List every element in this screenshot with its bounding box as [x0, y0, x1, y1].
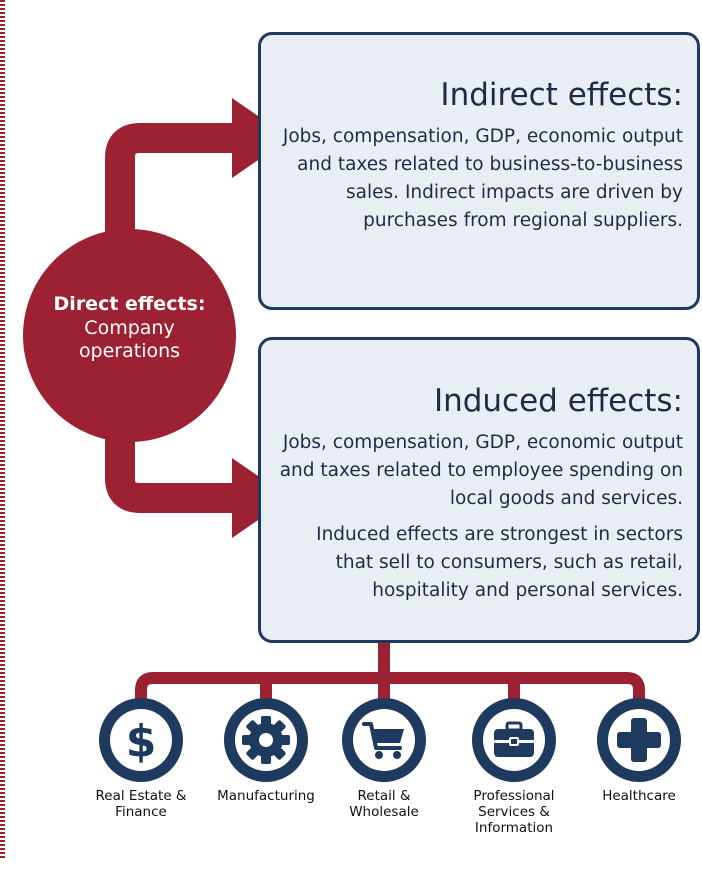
arrow-to-induced: [105, 425, 238, 513]
sector-retail-wholesale: Retail & Wholesale: [319, 696, 449, 820]
briefcase-icon: [472, 698, 556, 782]
shopping-cart-icon: [342, 698, 426, 782]
sector-professional-services: Professional Services & Information: [449, 696, 579, 836]
sector-label: Retail & Wholesale: [349, 788, 419, 820]
sector-label: Manufacturing: [217, 788, 315, 804]
sector-healthcare: Healthcare: [574, 696, 702, 804]
induced-effects-title: Induced effects:: [433, 383, 683, 419]
induced-effects-box: Induced effects: Jobs, compensation, GDP…: [258, 337, 700, 643]
sector-label: Professional Services & Information: [473, 788, 555, 836]
arrow-to-indirect: [105, 123, 238, 245]
induced-effects-paragraph-1: Jobs, compensation, GDP, economic output…: [279, 432, 683, 509]
indirect-effects-body: Jobs, compensation, GDP, economic output…: [282, 126, 683, 231]
medical-cross-icon: [597, 698, 681, 782]
sector-label: Healthcare: [602, 788, 676, 804]
sector-manufacturing: Manufacturing: [201, 696, 331, 804]
sector-real-estate-finance: $ Real Estate & Finance: [76, 696, 206, 820]
dollar-icon: $: [99, 698, 183, 782]
indirect-effects-box: Indirect effects: Jobs, compensation, GD…: [258, 32, 700, 310]
direct-effects-title: Direct effects:: [53, 293, 206, 315]
direct-effects-subtitle-line2: operations: [78, 340, 181, 362]
svg-text:$: $: [126, 716, 157, 767]
gear-icon: [224, 698, 308, 782]
dotted-border-line: [0, 0, 5, 860]
indirect-effects-title: Indirect effects:: [440, 77, 683, 113]
direct-effects-circle: Direct effects: Company operations: [23, 229, 236, 442]
direct-effects-subtitle-line1: Company: [84, 317, 175, 339]
induced-effects-paragraph-2: Induced effects are strongest in sectors…: [316, 524, 683, 601]
induced-effects-body: Jobs, compensation, GDP, economic output…: [275, 429, 683, 605]
sector-label: Real Estate & Finance: [95, 788, 187, 820]
